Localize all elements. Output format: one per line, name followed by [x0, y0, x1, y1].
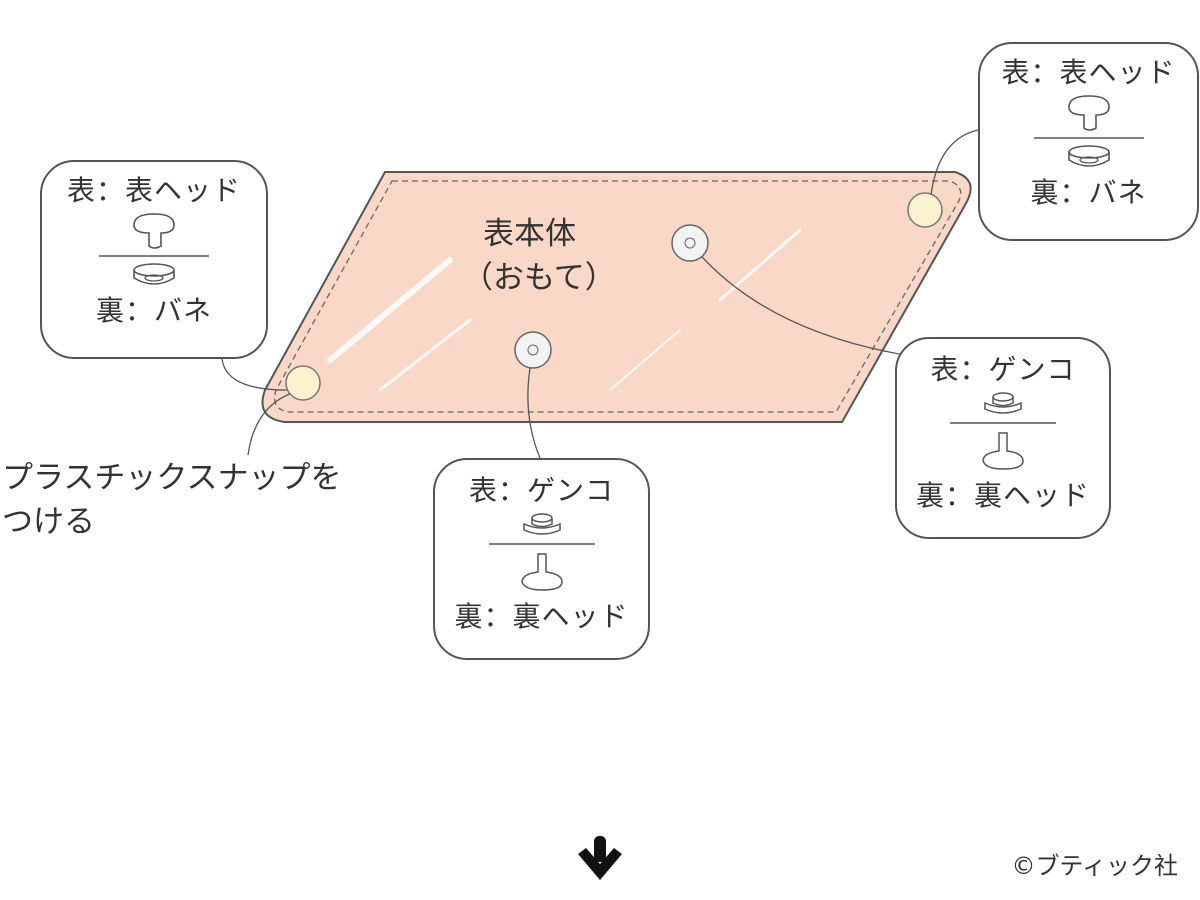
- stud-parts-icon: [950, 392, 1056, 470]
- instruction-line2: つける: [2, 504, 95, 540]
- down-arrow-icon: [578, 836, 622, 880]
- stitch-line: [273, 180, 962, 413]
- callout-back-label: 裏：裏ヘッド: [915, 479, 1090, 512]
- callout-top-right: 表：表ヘッド 裏：バネ: [978, 42, 1199, 241]
- snap-top-right: [907, 192, 943, 228]
- callout-bottom: 表：ゲンコ 裏：裏ヘッド: [433, 458, 650, 660]
- callout-front-label: 表：ゲンコ: [468, 474, 614, 507]
- snap-center-bottom: [514, 331, 552, 369]
- callout-back-label: 裏：バネ: [1030, 176, 1147, 209]
- callout-front-label: 表：表ヘッド: [66, 174, 241, 207]
- callout-front-label: 表：表ヘッド: [1001, 56, 1176, 89]
- callout-left: 表：表ヘッド 裏：バネ: [40, 160, 268, 359]
- instruction-line1: プラスチックスナップを: [2, 460, 342, 496]
- callout-back-label: 裏：バネ: [95, 294, 212, 327]
- callout-front-label: 表：ゲンコ: [930, 353, 1076, 386]
- snap-center-right: [671, 224, 709, 262]
- snap-parts-icon: [1033, 95, 1144, 167]
- snap-left: [285, 365, 321, 401]
- highlights: [327, 228, 802, 392]
- snap-parts-icon: [99, 213, 209, 285]
- body-subtitle: （おもて）: [462, 260, 616, 296]
- callout-back-label: 裏：裏ヘッド: [454, 600, 629, 633]
- body-title: 表本体: [483, 216, 576, 252]
- copyright: ©ブティック社: [1011, 852, 1178, 880]
- stud-parts-icon: [488, 513, 595, 591]
- callout-right: 表：ゲンコ 裏：裏ヘッド: [895, 337, 1111, 539]
